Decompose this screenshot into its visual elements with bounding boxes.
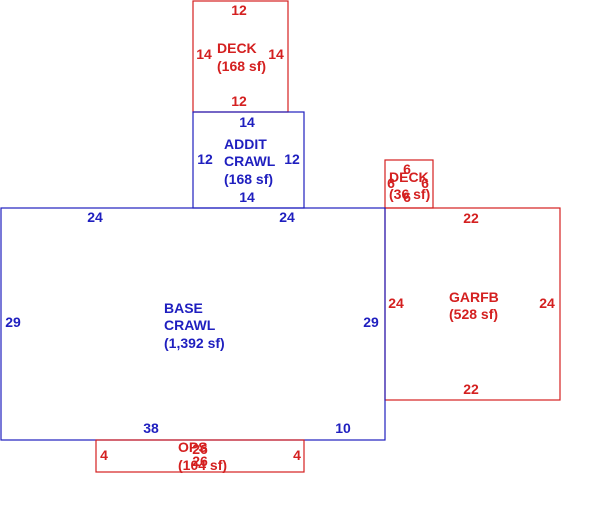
- addit-crawl-name-line2: CRAWL: [224, 153, 276, 169]
- addit-crawl-name-line1: ADDIT: [224, 136, 267, 152]
- garfb-dim-top: 22: [463, 210, 479, 226]
- deck-top-dim-left: 14: [196, 46, 212, 62]
- addit-crawl-dim-left: 12: [197, 151, 213, 167]
- garfb-name: GARFB: [449, 289, 499, 305]
- deck-top-dim-bottom: 12: [231, 93, 247, 109]
- base-crawl-dim-left: 29: [5, 314, 21, 330]
- garfb-area: 22 22 24 24 GARFB (528 sf): [384, 207, 561, 401]
- addit-crawl-dim-right: 12: [284, 151, 300, 167]
- deck-small-name: DECK: [389, 169, 429, 185]
- addit-crawl-dim-top: 14: [239, 114, 255, 130]
- base-crawl-name-line2: CRAWL: [164, 317, 216, 333]
- base-crawl-name-line1: BASE: [164, 300, 203, 316]
- addit-crawl-sqft: (168 sf): [224, 171, 273, 187]
- base-crawl-sqft: (1,392 sf): [164, 335, 225, 351]
- base-crawl-dim-top-right: 24: [279, 209, 295, 225]
- ops-outline: [95, 439, 305, 473]
- deck-small-sqft: (36 sf): [389, 186, 430, 202]
- garfb-dim-right: 24: [539, 295, 555, 311]
- base-crawl-dim-top-left: 24: [87, 209, 103, 225]
- ops-dim-left: 4: [100, 447, 108, 463]
- garfb-sqft: (528 sf): [449, 306, 498, 322]
- base-crawl-area: 24 24 29 29 38 10 BASE CRAWL (1,392 sf): [0, 207, 386, 441]
- base-crawl-dim-right: 29: [363, 314, 379, 330]
- deck-small-dim-right: 6: [421, 175, 429, 191]
- deck-small-dim-bottom: 6: [403, 189, 411, 205]
- deck-top-name: DECK: [217, 40, 257, 56]
- ops-dim-right: 4: [293, 447, 301, 463]
- ops-area: 26 26 4 4 OPS (104 sf): [95, 439, 305, 473]
- addit-crawl-area: 14 14 12 12 ADDIT CRAWL (168 sf): [192, 111, 305, 209]
- deck-small-dim-top: 6: [403, 161, 411, 177]
- deck-top-dim-top: 12: [231, 2, 247, 18]
- deck-top-dim-right: 14: [268, 46, 284, 62]
- base-crawl-dim-bottom-left: 38: [143, 420, 159, 436]
- deck-small-area: 6 6 6 6 DECK (36 sf): [384, 159, 434, 209]
- ops-sqft: (104 sf): [178, 457, 227, 473]
- deck-small-dim-left: 6: [387, 175, 395, 191]
- base-crawl-dim-bottom-right: 10: [335, 420, 351, 436]
- garfb-dim-left: 24: [388, 295, 404, 311]
- addit-crawl-dim-bottom: 14: [239, 189, 255, 205]
- ops-dim-bottom: 26: [192, 453, 208, 469]
- garfb-dim-bottom: 22: [463, 381, 479, 397]
- deck-top-area: 12 12 14 14 DECK (168 sf): [192, 0, 289, 113]
- ops-dim-top: 26: [192, 441, 208, 457]
- ops-name: OPS: [178, 439, 208, 455]
- deck-top-sqft: (168 sf): [217, 58, 266, 74]
